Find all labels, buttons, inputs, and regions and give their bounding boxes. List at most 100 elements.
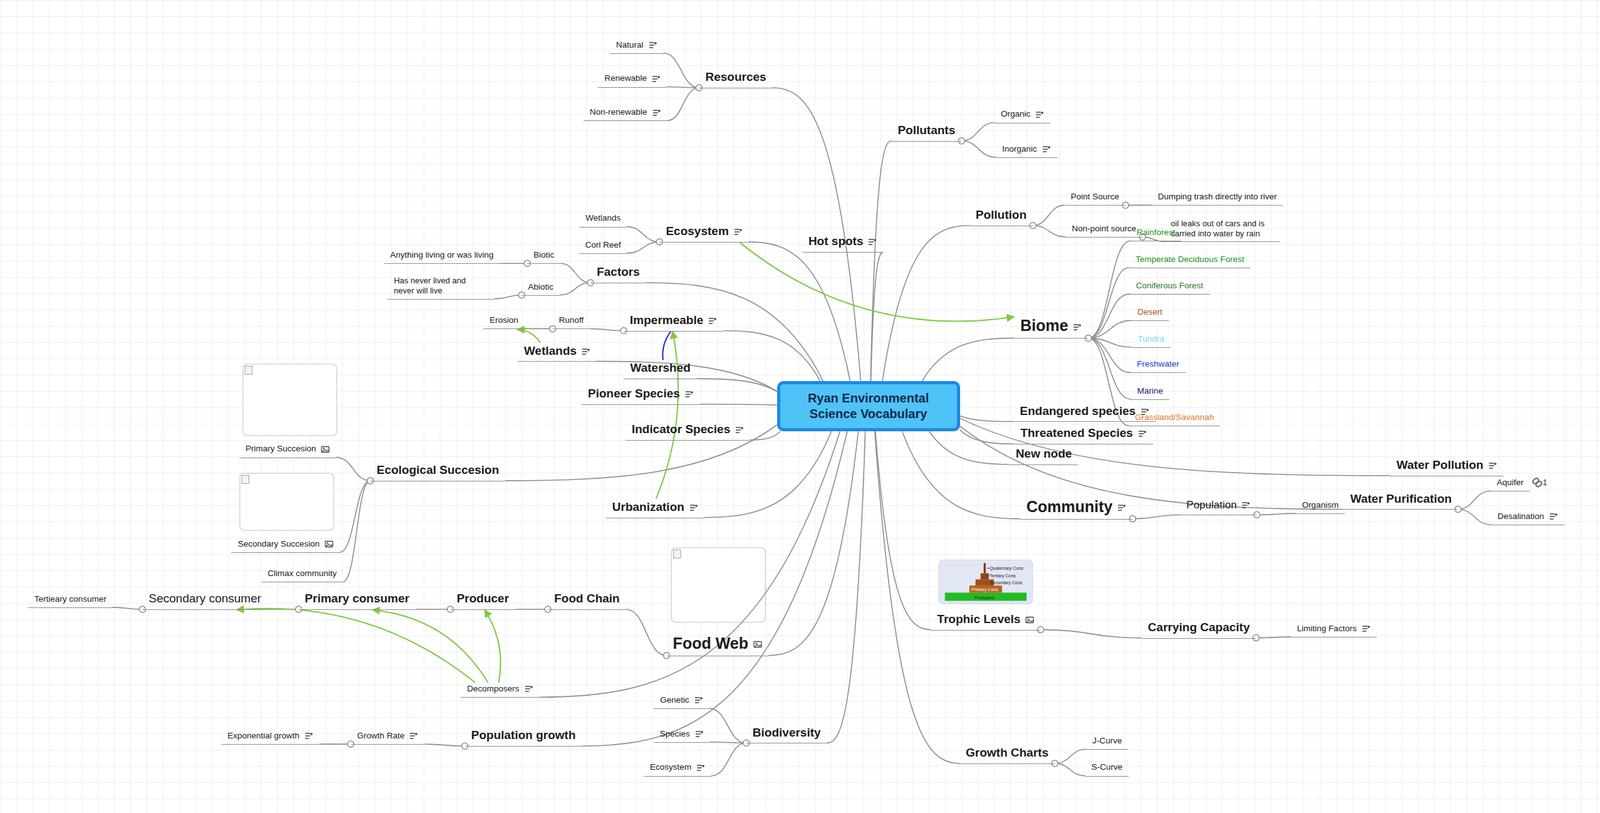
topic-node: Water Purification xyxy=(1344,490,1459,511)
node-text: Biome xyxy=(1020,316,1068,335)
note-icon xyxy=(1035,110,1045,119)
branch-line xyxy=(709,708,747,743)
node-text: Population growth xyxy=(471,728,576,742)
branch-line xyxy=(112,607,143,610)
subtopic-node: Grassland/Savannah xyxy=(1128,411,1221,427)
branch-line xyxy=(1087,267,1130,339)
topic-node: Community xyxy=(1020,495,1134,520)
image-caption: Producers xyxy=(974,595,995,600)
node-text: Natural xyxy=(616,40,644,50)
topic-node: Threatened Species xyxy=(1014,424,1154,445)
note-icon xyxy=(1138,429,1147,438)
topic-node: Food Chain xyxy=(547,590,626,610)
subtopic-node: Biotic xyxy=(527,248,561,264)
node-text: Food Web xyxy=(673,634,749,652)
node-text: Pioneer Species xyxy=(587,386,680,400)
branch-line xyxy=(921,337,1015,382)
node-text: Dumping trash directly into river xyxy=(1157,191,1277,202)
node-text: Genetic xyxy=(659,695,690,705)
node-text: Non-point source xyxy=(1071,223,1137,234)
subtopic-node: Desert xyxy=(1131,305,1169,321)
node-text: Ecological Succesion xyxy=(376,463,499,477)
branch-line xyxy=(627,241,660,254)
node-text: Resources xyxy=(705,70,766,84)
branch-line xyxy=(319,743,351,745)
node-text: Wetlands xyxy=(585,213,621,223)
node-text: Organism xyxy=(1301,500,1339,510)
collapse-dot xyxy=(1029,222,1036,229)
subtopic-node: Organism xyxy=(1295,498,1345,514)
node-text: Urbanization xyxy=(612,500,685,514)
node-text: Factors xyxy=(596,265,640,279)
collapse-dot xyxy=(295,606,302,613)
branch-line xyxy=(960,418,1391,476)
node-text: Ecosystem xyxy=(649,762,692,772)
node-text: Growth Rate xyxy=(357,730,405,741)
node-text: Pollution xyxy=(975,208,1027,222)
note-icon xyxy=(689,503,699,512)
branch-line xyxy=(960,426,1345,510)
note-icon xyxy=(695,730,704,738)
node-text: Carrying Capacity xyxy=(1148,620,1251,634)
branch-line xyxy=(1032,225,1066,237)
subtopic-node: Non-point source xyxy=(1065,222,1143,238)
subtopic-node: Species xyxy=(653,727,711,743)
node-text: Wetlands xyxy=(523,344,577,358)
node-text: Point Source xyxy=(1071,191,1120,202)
branch-line xyxy=(1032,204,1065,225)
branch-line xyxy=(960,429,1015,445)
subtopic-node: Exponential growth xyxy=(221,729,320,745)
branch-line xyxy=(874,431,960,764)
node-text: Community xyxy=(1026,497,1114,516)
topic-node: Ecosystem xyxy=(659,223,749,243)
node-text: Species xyxy=(659,728,691,739)
subtopic-node: Marine xyxy=(1130,384,1169,400)
branch-line xyxy=(960,415,1015,422)
branch-line xyxy=(704,431,832,518)
image-caption: Tertiary Cons xyxy=(989,573,1016,578)
subtopic-node: Climax community xyxy=(261,567,343,583)
branch-line xyxy=(1087,337,1131,399)
topic-node: Factors xyxy=(590,263,647,284)
central-topic: Ryan Environmental Science Vocabulary xyxy=(777,381,961,432)
topic-node: Biodiversity xyxy=(746,724,828,744)
branch-line xyxy=(626,226,660,242)
topic-node: Urbanization xyxy=(606,498,705,519)
note-icon xyxy=(867,238,877,246)
topic-node: Watershed xyxy=(623,359,697,380)
branch-line xyxy=(415,608,450,610)
link-count: 1 xyxy=(1542,478,1548,487)
topic-node: Pioneer Species xyxy=(581,385,701,405)
branch-line xyxy=(493,295,522,299)
relation-arrow xyxy=(517,329,541,343)
branch-line xyxy=(723,330,821,382)
node-text: Rainforest xyxy=(1136,227,1176,237)
image-icon xyxy=(1025,616,1035,624)
relation-arrow xyxy=(372,609,488,683)
node-text: Population xyxy=(1186,498,1237,511)
collapse-dot xyxy=(587,279,594,286)
branch-line xyxy=(559,282,591,296)
node-text: Hot spots xyxy=(808,234,864,248)
node-text: Exponential growth xyxy=(227,730,300,741)
topic-node: Population growth xyxy=(465,726,583,747)
node-text: Marine xyxy=(1136,386,1163,396)
subtopic-node: J-Curve xyxy=(1086,734,1129,750)
relation-arrow xyxy=(662,331,671,361)
note-icon xyxy=(696,763,706,772)
branch-line xyxy=(667,87,700,121)
subtopic-node: Primary Succesion xyxy=(239,442,337,458)
node-text: Pollutants xyxy=(897,123,956,137)
branch-line xyxy=(1054,763,1086,776)
image-icon xyxy=(324,540,334,548)
node-text: J-Curve xyxy=(1092,735,1122,746)
node-text: Growth Charts xyxy=(965,745,1049,759)
branch-line xyxy=(582,431,848,746)
node-text: Renewable xyxy=(604,73,647,83)
node-text: Abiotic xyxy=(527,282,554,292)
node-text: S-Curve xyxy=(1091,762,1124,772)
note-icon xyxy=(409,732,419,740)
node-text: Runoff xyxy=(559,315,585,325)
branch-line xyxy=(335,457,371,481)
note-icon xyxy=(651,75,661,83)
